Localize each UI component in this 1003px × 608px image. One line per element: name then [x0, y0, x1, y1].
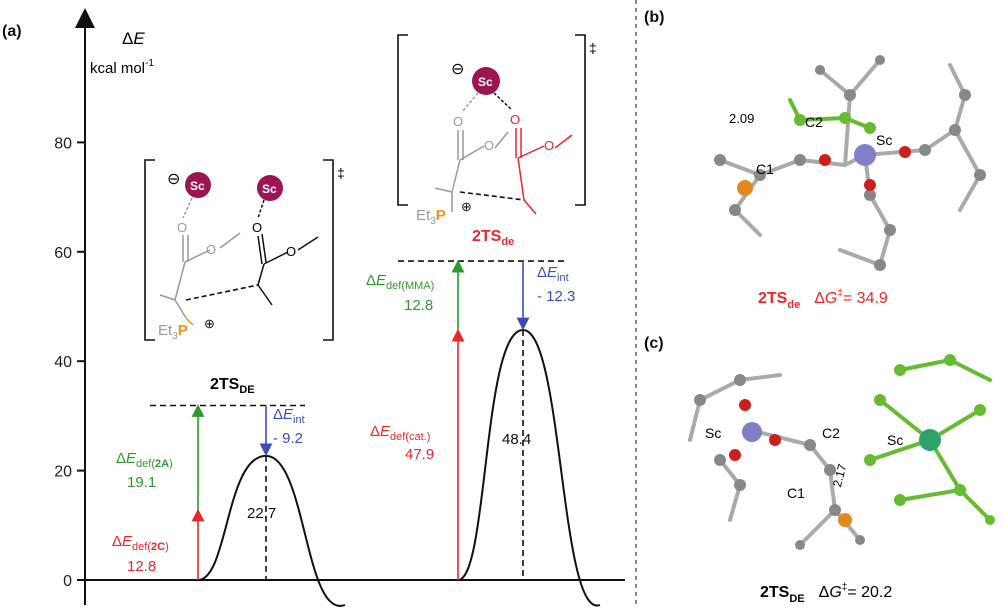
- def-2C-label: ΔEdef(2C): [112, 533, 169, 553]
- svg-text:O: O: [206, 242, 216, 257]
- peak-value-2: 48.4: [502, 431, 531, 448]
- barrier-curve-2TS-DE: [197, 454, 346, 607]
- atom-label-c2-b: C2: [805, 114, 823, 130]
- panel-label-c: (c): [644, 335, 664, 352]
- structure-3d-DE: [688, 354, 995, 550]
- panel-label-a: (a): [2, 23, 22, 40]
- svg-text:O: O: [510, 112, 520, 127]
- svg-text:O: O: [544, 138, 554, 153]
- distance-label-b: 2.09: [729, 111, 754, 126]
- svg-text:O: O: [177, 220, 187, 235]
- peak-value-1: 22.7: [247, 505, 276, 522]
- atom-label-c2-c: C2: [822, 425, 840, 441]
- svg-text:⊖: ⊖: [167, 171, 180, 188]
- svg-text:O: O: [252, 220, 262, 235]
- sc-atom-icon: [472, 67, 500, 95]
- barrier-curve-2TS-de: [457, 329, 601, 607]
- int-label-1: ΔEint: [273, 406, 305, 426]
- structure-3d-de: [714, 55, 986, 271]
- y-tick-label: 20: [54, 464, 72, 481]
- def-cat-label: ΔEdef(cat.): [370, 423, 430, 443]
- svg-text:Sc: Sc: [478, 75, 493, 89]
- scandium-atom-icon: [854, 144, 876, 166]
- def-MMA-value: 12.8: [404, 297, 433, 314]
- atom-label-c1-b: C1: [756, 161, 774, 177]
- atom-label-sc2-c: Sc: [887, 432, 903, 448]
- svg-text:O: O: [453, 114, 463, 129]
- panel-label-b: (b): [644, 9, 664, 26]
- svg-text:Sc: Sc: [190, 179, 205, 193]
- int-value-1: - 9.2: [273, 430, 303, 447]
- svg-text:‡: ‡: [337, 165, 345, 181]
- svg-text:‡: ‡: [589, 40, 597, 56]
- def-cat-value: 47.9: [405, 446, 434, 463]
- atom-label-c1-c: C1: [787, 485, 805, 501]
- def-2C-value: 12.8: [127, 558, 156, 575]
- svg-text:Et3P: Et3P: [416, 207, 446, 227]
- def-2A-label: ΔEdef(2A): [116, 450, 173, 470]
- ts-label-2TS-de: 2TSde: [472, 228, 514, 248]
- y-tick-label: 80: [54, 135, 72, 152]
- def-2A-value: 19.1: [127, 474, 156, 491]
- axis-label: ΔE: [122, 29, 145, 48]
- svg-text:⊕: ⊕: [461, 199, 472, 214]
- decomposition-arrows: [150, 259, 568, 580]
- atom-label-sc1-c: Sc: [705, 425, 721, 441]
- svg-text:⊖: ⊖: [451, 61, 464, 78]
- structure-sketch-DE: ‡ Sc ⊖ Sc O O Et3P ⊕ O O: [144, 159, 345, 342]
- structure-sketch-de: ‡ Sc ⊖ O O Et3P ⊕ O O: [397, 34, 597, 227]
- svg-text:Sc: Sc: [262, 182, 277, 196]
- y-tick-label: 0: [63, 573, 72, 590]
- svg-text:Et3P: Et3P: [158, 322, 188, 342]
- svg-text:O: O: [286, 244, 296, 259]
- def-MMA-label: ΔEdef(MMA): [366, 272, 434, 292]
- int-value-2: - 12.3: [537, 288, 575, 305]
- y-axis-ticks: 0 20 40 60 80: [54, 135, 85, 590]
- sc-atom-icon: [257, 175, 283, 201]
- sc-atom-icon: [185, 172, 211, 198]
- distance-label-c: 2.17: [830, 462, 850, 488]
- axis-unit: kcal mol-1: [90, 58, 154, 77]
- svg-text:⊕: ⊕: [204, 316, 215, 331]
- scandium-atom-icon: [919, 429, 941, 451]
- phosphorus-atom-icon: [737, 180, 753, 196]
- y-tick-label: 40: [54, 354, 72, 371]
- scandium-atom-icon: [742, 422, 762, 442]
- ts-label-2TS-DE: 2TSDE: [210, 376, 255, 396]
- svg-text:O: O: [484, 138, 494, 153]
- atom-label-sc-b: Sc: [876, 132, 892, 148]
- int-label-2: ΔEint: [537, 264, 569, 284]
- y-tick-label: 60: [54, 245, 72, 262]
- phosphorus-atom-icon: [838, 513, 852, 527]
